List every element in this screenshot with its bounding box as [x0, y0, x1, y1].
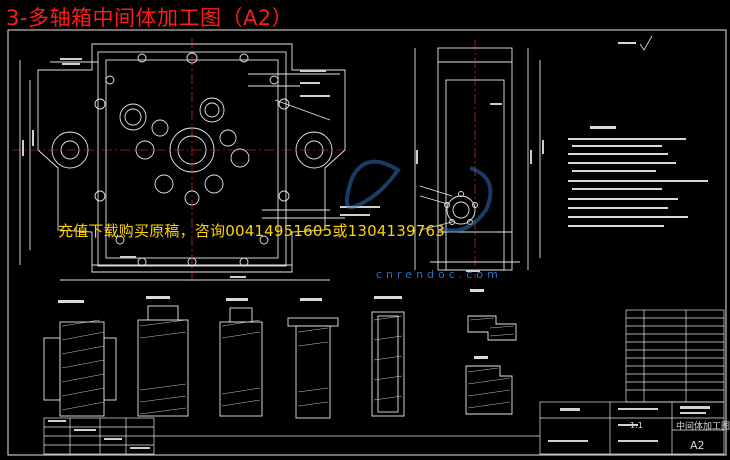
sheet-border — [7, 29, 727, 456]
parts-list-table — [625, 309, 725, 403]
section-hatching — [61, 315, 515, 415]
titleblock-paper-size: A2 — [690, 439, 705, 452]
front-view — [12, 38, 350, 285]
technical-requirements-block — [568, 42, 708, 227]
title-block-text-marks — [48, 406, 710, 449]
titleblock-part-name: 中间体加工图 — [676, 422, 730, 432]
front-view-dim-marks — [22, 58, 380, 278]
watermark-text: 充值下载购买原稿，咨询00414951605或1304139763 — [58, 222, 446, 240]
titleblock-scale: 1:1 — [630, 421, 643, 430]
bolt-circle-detail — [419, 185, 478, 231]
title-block — [43, 401, 725, 455]
section-views-row — [43, 305, 517, 419]
drawing-title: 3-多轴箱中间体加工图（A2） — [6, 6, 294, 30]
watermark-logo — [344, 159, 493, 233]
watermark-url: cnrendoc.com — [376, 268, 502, 281]
side-view — [414, 40, 541, 278]
side-view-dim-marks — [416, 103, 544, 272]
roughness-symbol — [639, 35, 653, 51]
section-labels — [58, 289, 488, 359]
